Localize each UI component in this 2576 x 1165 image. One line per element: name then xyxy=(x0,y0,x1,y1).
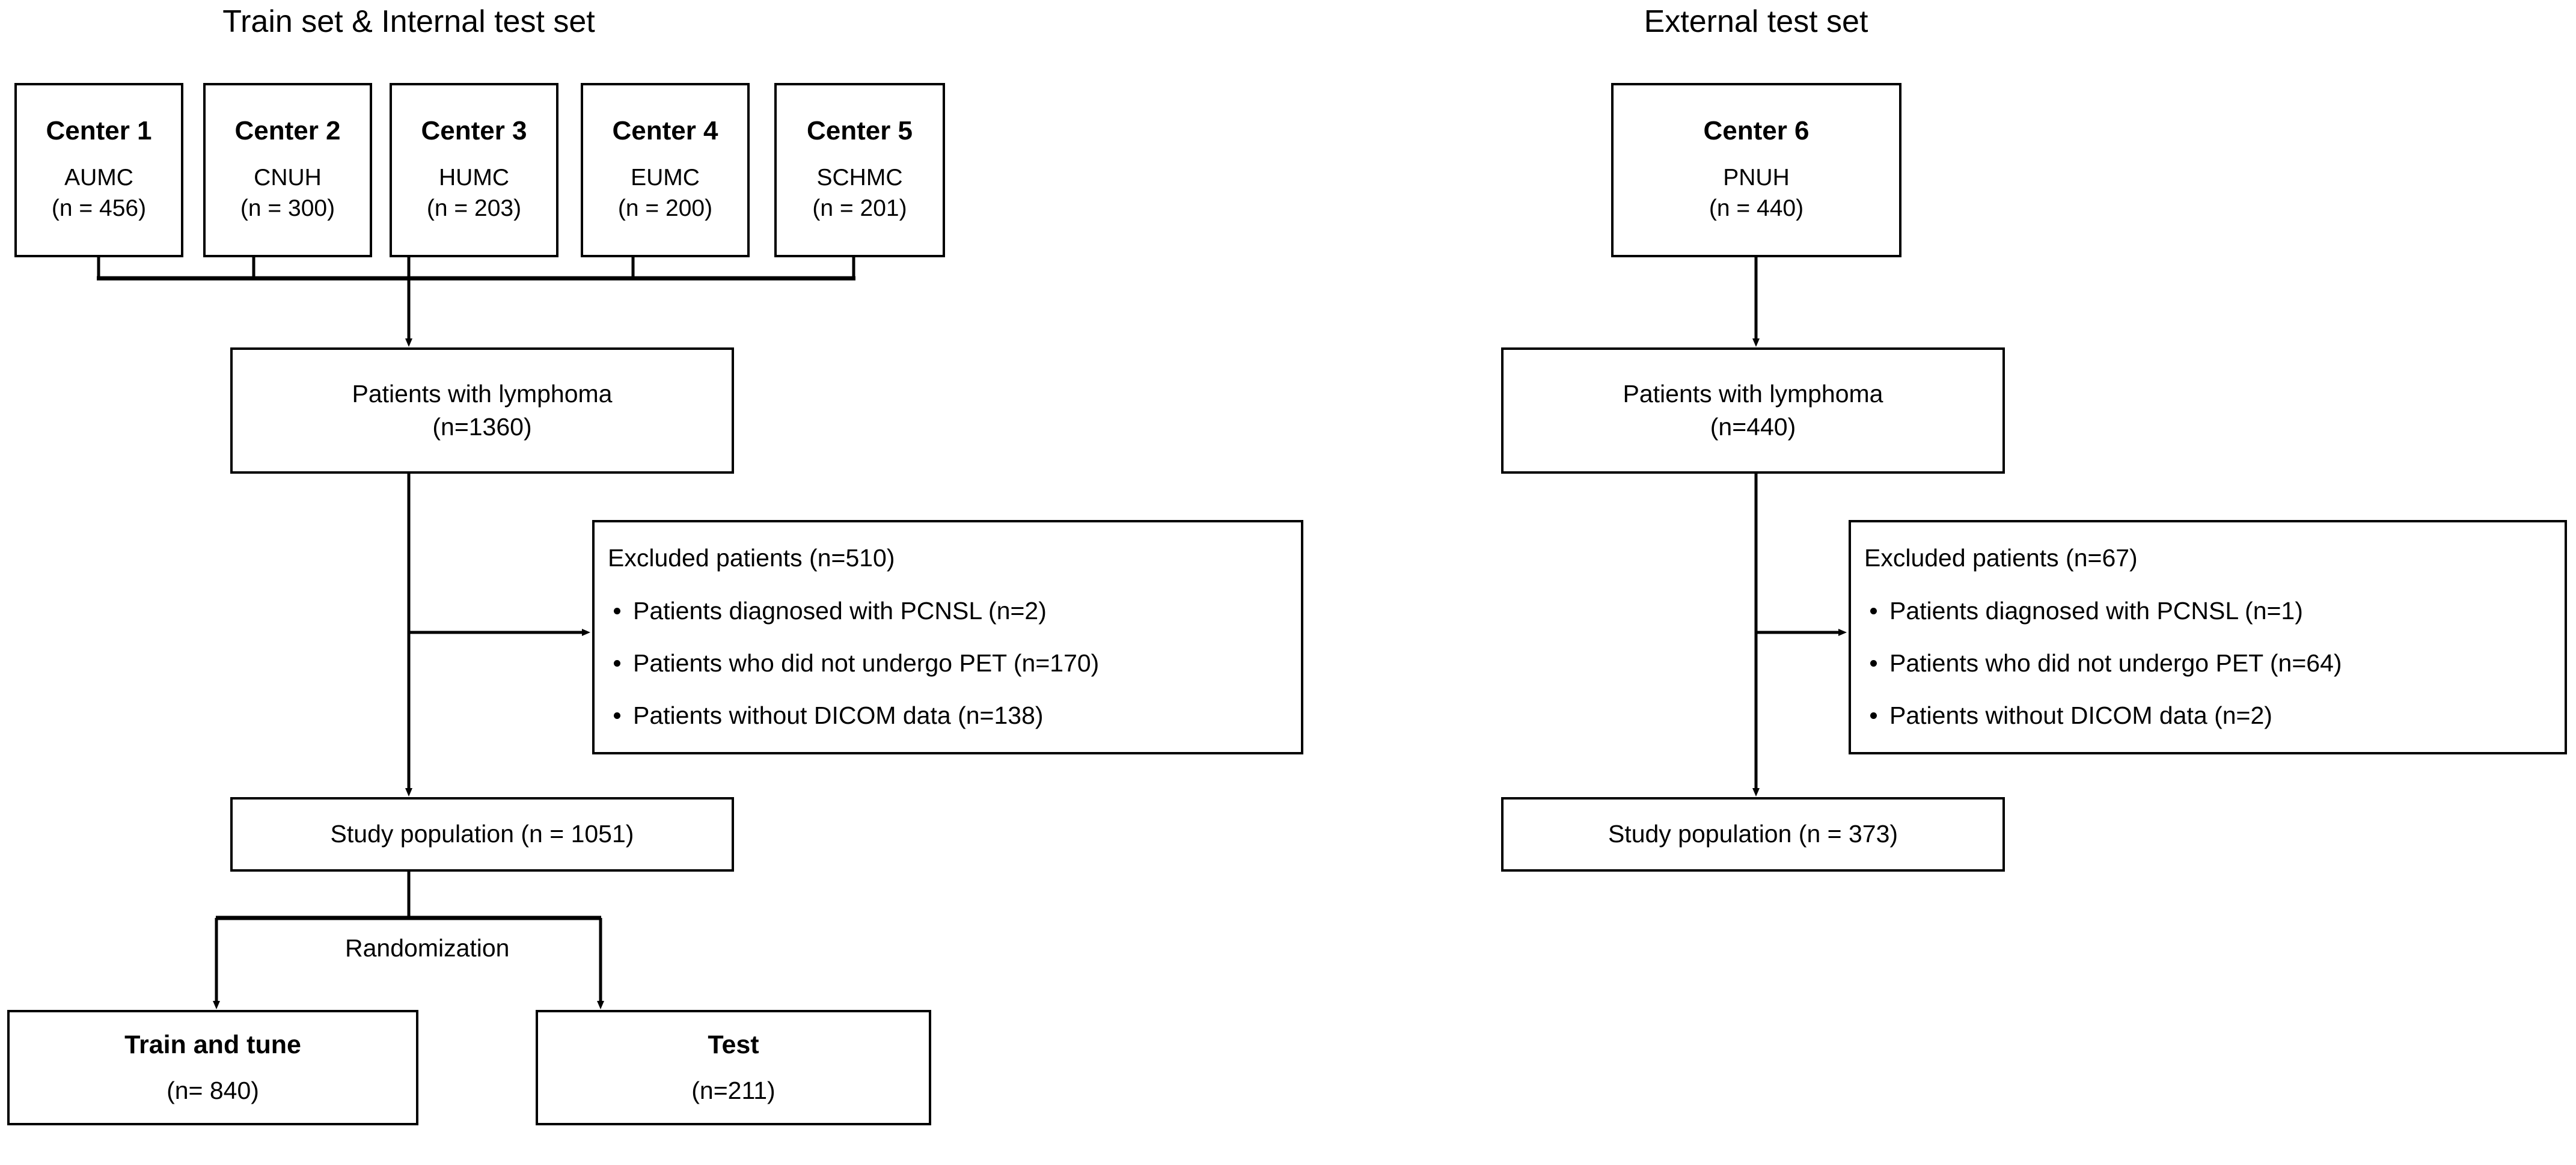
right-study-population-label: Study population (n = 373) xyxy=(1608,820,1898,848)
center-box-1-count: (n = 456) xyxy=(51,195,147,222)
center-box-6-name: PNUH xyxy=(1723,164,1790,191)
center-box-2[interactable]: Center 2 CNUH (n = 300) xyxy=(203,83,372,257)
right-study-population-box[interactable]: Study population (n = 373) xyxy=(1501,797,2005,872)
center-box-2-count: (n = 300) xyxy=(240,195,335,222)
left-excluded-list: Patients diagnosed with PCNSL (n=2) Pati… xyxy=(595,575,1099,732)
right-lymphoma-box[interactable]: Patients with lymphoma (n=440) xyxy=(1501,347,2005,474)
center-box-5-name: SCHMC xyxy=(816,164,903,191)
center-box-3-count: (n = 203) xyxy=(426,195,522,222)
left-lymphoma-box[interactable]: Patients with lymphoma (n=1360) xyxy=(230,347,734,474)
panel-title-left: Train set & Internal test set xyxy=(222,4,595,39)
train-and-tune-box[interactable]: Train and tune (n= 840) xyxy=(7,1010,418,1125)
right-excluded-item-3: Patients without DICOM data (n=2) xyxy=(1870,700,2342,732)
center-box-3-name: HUMC xyxy=(439,164,509,191)
randomization-label: Randomization xyxy=(337,934,518,962)
left-center-manifold xyxy=(97,257,855,281)
center-box-6-title: Center 6 xyxy=(1703,116,1810,146)
right-excluded-item-1: Patients diagnosed with PCNSL (n=1) xyxy=(1870,595,2342,627)
right-excluded-heading: Excluded patients (n=67) xyxy=(1864,544,2138,572)
test-count: (n=211) xyxy=(691,1077,776,1105)
left-excluded-item-2: Patients who did not undergo PET (n=170) xyxy=(613,647,1099,679)
center-box-2-name: CNUH xyxy=(254,164,322,191)
center-box-1-title: Center 1 xyxy=(46,116,152,146)
left-lymphoma-line1: Patients with lymphoma xyxy=(352,379,613,408)
right-lymphoma-line1: Patients with lymphoma xyxy=(1623,379,1883,408)
left-excluded-item-1: Patients diagnosed with PCNSL (n=2) xyxy=(613,595,1099,627)
right-excluded-list: Patients diagnosed with PCNSL (n=1) Pati… xyxy=(1851,575,2342,732)
test-box[interactable]: Test (n=211) xyxy=(536,1010,931,1125)
test-title: Test xyxy=(708,1030,759,1060)
center-box-5[interactable]: Center 5 SCHMC (n = 201) xyxy=(774,83,945,257)
left-study-population-label: Study population (n = 1051) xyxy=(330,820,634,848)
center-box-5-title: Center 5 xyxy=(806,116,913,146)
left-excluded-box[interactable]: Excluded patients (n=510) Patients diagn… xyxy=(592,520,1303,754)
center-box-2-title: Center 2 xyxy=(234,116,341,146)
center-box-5-count: (n = 201) xyxy=(812,195,907,222)
center-box-4-title: Center 4 xyxy=(612,116,718,146)
panel-title-right: External test set xyxy=(1644,4,1868,39)
train-and-tune-title: Train and tune xyxy=(124,1030,301,1060)
left-study-population-box[interactable]: Study population (n = 1051) xyxy=(230,797,734,872)
center-box-4[interactable]: Center 4 EUMC (n = 200) xyxy=(581,83,750,257)
center-box-4-name: EUMC xyxy=(631,164,700,191)
randomization-split xyxy=(215,872,602,995)
center-box-3[interactable]: Center 3 HUMC (n = 203) xyxy=(390,83,558,257)
train-and-tune-count: (n= 840) xyxy=(167,1077,259,1105)
left-excluded-heading: Excluded patients (n=510) xyxy=(608,544,895,572)
center-box-1-name: AUMC xyxy=(64,164,133,191)
right-excluded-item-2: Patients who did not undergo PET (n=64) xyxy=(1870,647,2342,679)
right-lymphoma-line2: (n=440) xyxy=(1710,413,1796,441)
center-box-6[interactable]: Center 6 PNUH (n = 440) xyxy=(1611,83,1901,257)
center-box-6-count: (n = 440) xyxy=(1709,195,1804,222)
left-excluded-item-3: Patients without DICOM data (n=138) xyxy=(613,700,1099,732)
center-box-4-count: (n = 200) xyxy=(617,195,713,222)
right-excluded-box[interactable]: Excluded patients (n=67) Patients diagno… xyxy=(1849,520,2567,754)
center-box-3-title: Center 3 xyxy=(421,116,527,146)
left-lymphoma-line2: (n=1360) xyxy=(432,413,532,441)
center-box-1[interactable]: Center 1 AUMC (n = 456) xyxy=(14,83,183,257)
